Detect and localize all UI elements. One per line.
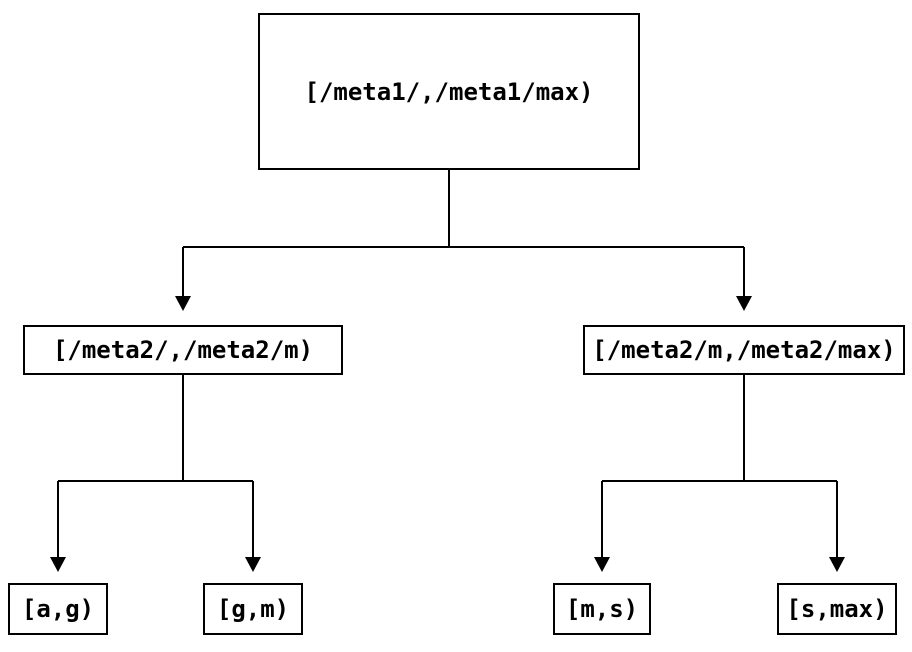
node-mid-left-range: [/meta2/,/meta2/m) bbox=[23, 325, 343, 375]
node-mid-right-range: [/meta2/m,/meta2/max) bbox=[583, 325, 905, 375]
node-leaf-gm-range: [g,m) bbox=[203, 583, 303, 635]
node-leaf-smax-range: [s,max) bbox=[777, 583, 897, 635]
arrowheads bbox=[50, 296, 845, 572]
arrowhead-mid-left bbox=[175, 296, 191, 311]
arrowhead-leaf-smax bbox=[829, 557, 845, 572]
edge-lines bbox=[57, 170, 838, 558]
node-leaf-ag-range: [a,g) bbox=[8, 583, 108, 635]
arrowhead-leaf-ag bbox=[50, 557, 66, 572]
node-root-range: [/meta1/,/meta1/max) bbox=[258, 13, 640, 170]
arrowhead-leaf-gm bbox=[245, 557, 261, 572]
node-leaf-ms-range: [m,s) bbox=[553, 583, 651, 635]
arrowhead-mid-right bbox=[736, 296, 752, 311]
arrowhead-leaf-ms bbox=[594, 557, 610, 572]
